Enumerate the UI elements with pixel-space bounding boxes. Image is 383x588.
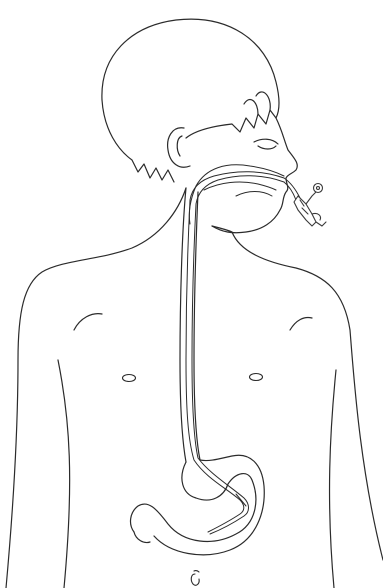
feeding-connector [294,184,326,227]
palate-line [204,182,276,190]
tube-line-inner [192,176,284,534]
digestive-tract [131,188,265,555]
esophagus-left-wall [180,188,186,462]
right-body-side [330,370,336,588]
head [102,19,297,233]
head-back-line [102,100,174,182]
left-shoulder-line [6,188,186,588]
navel-mark [191,571,199,586]
ear-outline [168,128,190,167]
tube-line-outer [186,172,284,532]
connector-port-cap [314,184,323,193]
ear-inner [177,136,182,156]
stomach-outline [131,462,256,541]
left-nipple [123,375,136,382]
nasogastric-tube [186,172,300,534]
chest-line-right [290,318,312,331]
nasal-passage [196,165,284,186]
tongue-line [236,192,272,197]
stomach-pylorus [134,532,150,543]
chest-line-left [74,314,102,330]
eye [254,139,278,144]
connector-port-arm [306,192,316,204]
eye-lid [258,146,276,149]
hair-fringe [244,92,270,114]
right-nipple [250,374,263,381]
left-body-side [58,360,70,588]
hair-outline [102,19,279,138]
connector-cap-strap [316,222,326,226]
face-profile [212,118,297,233]
tube-external-inner [284,182,296,200]
